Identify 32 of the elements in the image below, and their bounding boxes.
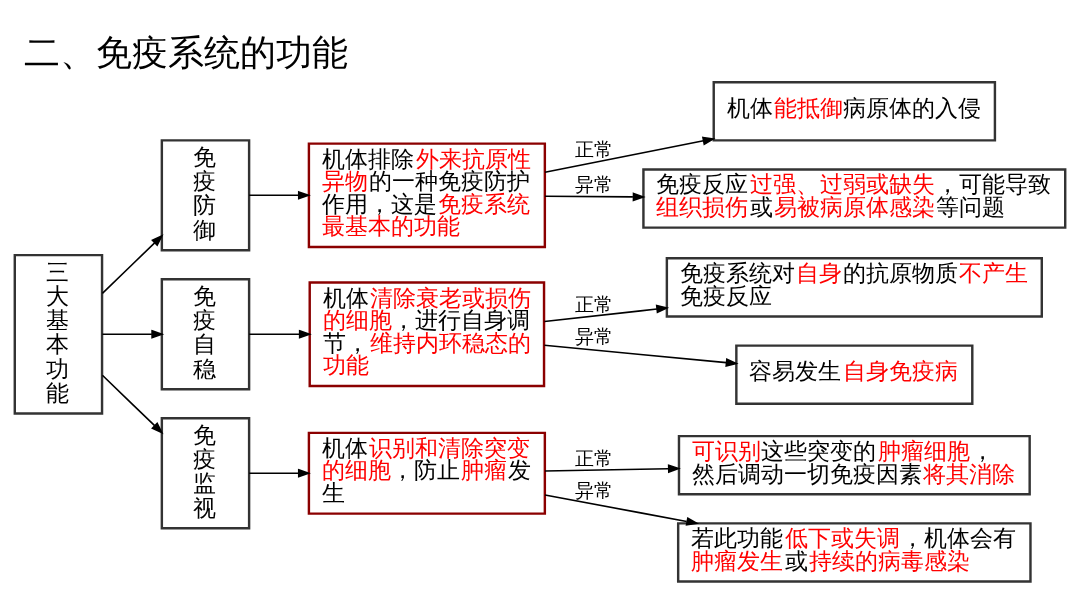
node-box: 机体排除外来抗原性异物的一种免疫防护作用，这是免疫系统最基本的功能 [307, 141, 547, 248]
node-box: 机体识别和清除突变的细胞，防止肿瘤发生 [307, 431, 547, 515]
arrow [544, 463, 681, 473]
edge-label: 正常 [575, 446, 614, 470]
diagram-title: 二、免疫系统的功能 [24, 31, 349, 73]
arrow [544, 136, 716, 173]
node-box: 三大基本功能 [13, 253, 104, 415]
arrow [248, 329, 312, 339]
arrow [101, 373, 164, 434]
edge-label: 正常 [575, 137, 614, 161]
arrow [543, 344, 739, 367]
node-box: 免疫自稳 [160, 277, 251, 390]
arrow [248, 468, 311, 478]
arrow [101, 329, 165, 339]
node-box: 可识别这些突变的肿瘤细胞，然后调动一切免疫因素将其消除 [677, 434, 1031, 495]
node-box: 机体清除衰老或损伤的细胞，进行自身调节，维持内环稳态的功能 [308, 280, 546, 387]
arrow [544, 191, 646, 201]
arrow [248, 190, 311, 200]
arrow [544, 493, 700, 526]
edge-label: 异常 [575, 324, 614, 348]
node-box: 免疫系统对自身的抗原物质不产生免疫反应 [665, 256, 1043, 318]
node-box: 免疫监视 [160, 416, 251, 529]
edge-label: 正常 [575, 292, 614, 316]
node-box: 机体能抵御病原体的入侵 [712, 80, 997, 142]
edge-label: 异常 [575, 478, 614, 502]
arrow [101, 233, 164, 294]
node-box: 若此功能低下或失调，机体会有肿瘤发生或持续的病毒感染 [676, 521, 1032, 583]
node-box: 免疫防御 [160, 138, 251, 251]
edge-label: 异常 [575, 172, 614, 196]
node-box: 免疫反应过强、过弱或缺失，可能导致组织损伤或易被病原体感染等问题 [642, 167, 1067, 229]
node-box: 容易发生自身免疫病 [735, 343, 974, 405]
arrow [543, 304, 670, 322]
